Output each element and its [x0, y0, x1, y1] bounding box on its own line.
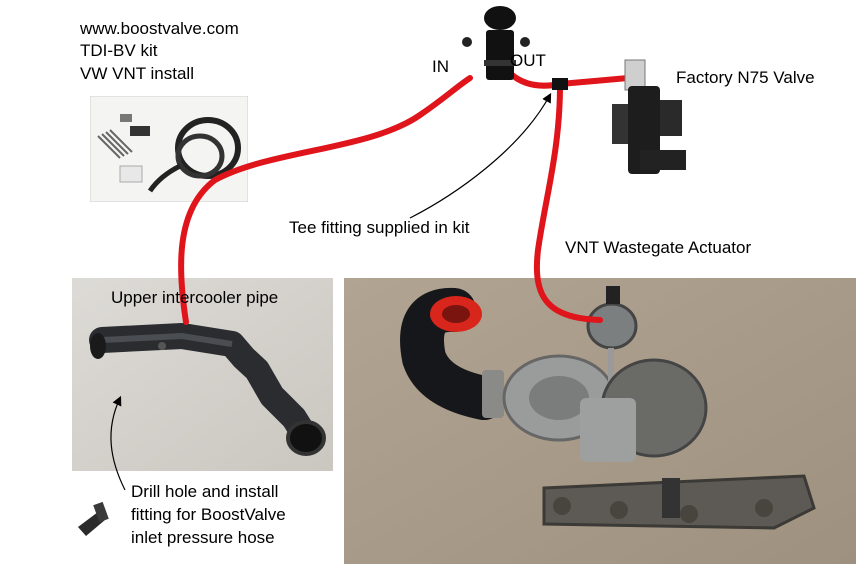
- n75-hose: [557, 75, 631, 87]
- intercooler-pipe-photo: [72, 278, 333, 471]
- kit-install: VW VNT install: [80, 64, 194, 83]
- inlet-pressure-hose: [178, 75, 473, 325]
- vnt-actuator-label: VNT Wastegate Actuator: [565, 238, 752, 257]
- n75-valve-icon: [612, 59, 686, 174]
- drill-instruction-line2: fitting for BoostValve: [131, 505, 286, 524]
- drill-instruction-line1: Drill hole and install: [131, 482, 279, 501]
- turbo-photo: [344, 278, 856, 564]
- tee-arrow: [409, 92, 552, 219]
- elbow-fitting-icon: [78, 501, 109, 536]
- boostvalve-icon: [462, 6, 530, 80]
- in-port-label: IN: [432, 57, 449, 76]
- intercooler-pipe-label: Upper intercooler pipe: [111, 288, 279, 307]
- n75-valve-label: Factory N75 Valve: [676, 68, 815, 87]
- drill-instruction-line3: inlet pressure hose: [131, 528, 275, 547]
- actuator-hose: [534, 83, 603, 323]
- drill-arrow: [110, 395, 126, 491]
- out-port-label: OUT: [510, 51, 546, 70]
- kit-photo: [90, 96, 248, 202]
- tee-fitting-label: Tee fitting supplied in kit: [289, 218, 470, 237]
- tee-fitting-icon: [552, 78, 568, 90]
- kit-name: TDI-BV kit: [80, 41, 158, 60]
- kit-website: www.boostvalve.com: [80, 19, 239, 38]
